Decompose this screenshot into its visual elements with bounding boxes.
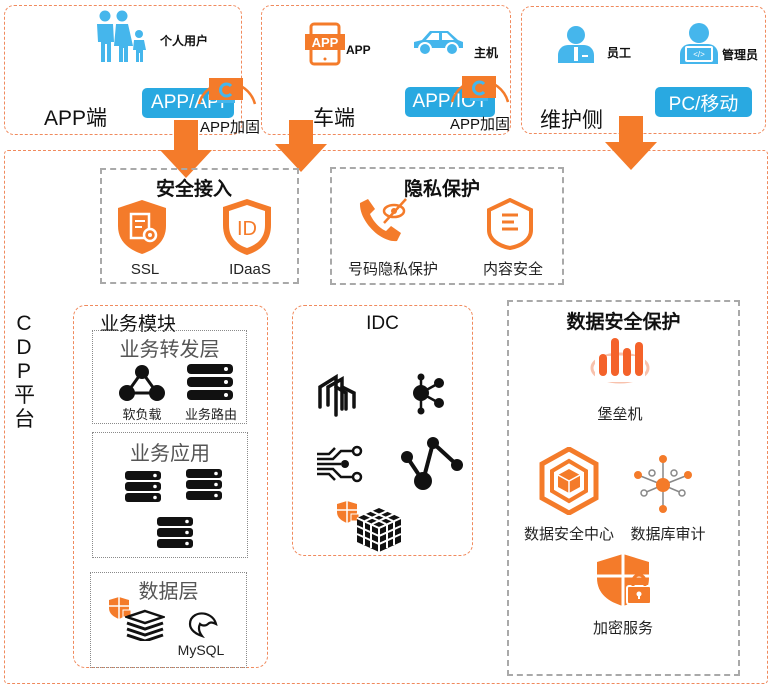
security-shield-icon — [109, 597, 132, 619]
idc-shield-icon — [337, 501, 360, 523]
svg-text:ID: ID — [237, 218, 257, 240]
encryption-service-icon — [597, 554, 652, 606]
app-layer-panel — [92, 432, 248, 558]
host-label: 主机 — [474, 46, 499, 60]
content-security-label: 内容安全 — [482, 261, 543, 278]
app-layer-title: 业务应用 — [130, 443, 210, 465]
ssl-label: SSL — [130, 261, 160, 278]
phone-privacy-icon — [359, 198, 407, 242]
car-side-title: 车端 — [313, 107, 355, 130]
idaas-shield-icon: ID — [223, 199, 271, 255]
forward-layer-panel — [92, 330, 247, 424]
app-iot-button[interactable]: APP/IOT — [405, 87, 495, 117]
bastion-host-icon — [590, 338, 650, 384]
platform-char: P — [16, 360, 31, 383]
data-security-title: 数据安全保护 — [566, 312, 681, 333]
idc-title: IDC — [366, 313, 399, 334]
cube-icon — [356, 508, 402, 552]
business-module-title: 业务模块 — [100, 314, 177, 335]
arrow-down-icon — [160, 120, 212, 178]
employee-label: 员工 — [607, 46, 632, 60]
data-security-center-label: 数据安全中心 — [523, 526, 614, 543]
database-audit-icon — [634, 455, 692, 513]
cdp-platform-label: C D P 平 台 — [14, 312, 35, 432]
platform-char: C — [16, 312, 32, 335]
app-side-title: APP端 — [44, 107, 108, 130]
car-side-panel — [261, 5, 511, 135]
family-icon — [97, 10, 146, 62]
car-app-hardening-icon — [450, 76, 510, 103]
secure-access-panel — [100, 168, 299, 284]
data-layer-title: 数据层 — [138, 581, 199, 603]
app-server-icon — [186, 469, 222, 500]
app-server-icon — [125, 471, 161, 502]
data-security-center-icon — [539, 447, 599, 515]
encryption-service-label: 加密服务 — [592, 620, 653, 637]
idaas-label: IDaaS — [229, 261, 271, 278]
network-node-icon — [413, 373, 444, 415]
svg-text:APP: APP — [312, 35, 339, 50]
app-hardening-label: APP加固 — [200, 119, 261, 136]
app-side-panel — [4, 5, 242, 135]
maintenance-side-title: 维护侧 — [540, 109, 603, 132]
bastion-host-label: 堡垒机 — [597, 406, 643, 423]
privacy-panel — [330, 167, 564, 285]
graph-path-icon — [401, 437, 463, 490]
car-app-label: APP — [346, 43, 371, 57]
employee-icon — [558, 26, 594, 63]
data-layer-panel — [90, 572, 247, 668]
business-router-label: 业务路由 — [184, 407, 237, 422]
car-app-hardening-label: APP加固 — [450, 116, 511, 133]
maintenance-side-panel — [521, 6, 766, 134]
load-balancer-label: 软负载 — [122, 407, 162, 422]
platform-char: 平 — [14, 384, 35, 407]
pc-mobile-button[interactable]: PC/移动 — [655, 87, 752, 117]
arrow-down-icon — [605, 116, 657, 170]
load-balancer-icon — [119, 365, 165, 401]
admin-label: 管理员 — [722, 48, 759, 62]
phone-privacy-label: 号码隐私保护 — [347, 261, 438, 278]
content-security-icon — [487, 198, 533, 250]
app-tablet-icon: APP — [305, 22, 345, 66]
forward-layer-title: 业务转发层 — [119, 339, 220, 361]
circuit-icon — [317, 445, 363, 483]
cloud-infra-icon — [318, 373, 356, 417]
personal-user-label: 个人用户 — [160, 34, 209, 48]
mysql-label: MySQL — [177, 642, 225, 658]
platform-char: D — [16, 336, 32, 359]
app-server-icon — [157, 517, 193, 548]
cdp-platform-frame — [4, 150, 768, 684]
idc-panel — [292, 305, 473, 556]
redis-stack-icon — [125, 609, 165, 641]
car-icon — [414, 31, 463, 56]
data-security-panel — [507, 300, 740, 676]
privacy-title: 隐私保护 — [404, 179, 481, 200]
admin-icon: </> — [680, 23, 718, 64]
business-router-server-icon — [187, 364, 233, 400]
ssl-shield-icon — [118, 200, 166, 254]
secure-access-title: 安全接入 — [156, 179, 233, 200]
database-audit-label: 数据库审计 — [630, 526, 706, 543]
svg-text:</>: </> — [693, 50, 705, 59]
arrow-down-icon — [275, 120, 327, 172]
platform-char: 台 — [14, 408, 35, 431]
app-hardening-icon — [197, 78, 257, 105]
mysql-dolphin-icon — [188, 612, 218, 638]
